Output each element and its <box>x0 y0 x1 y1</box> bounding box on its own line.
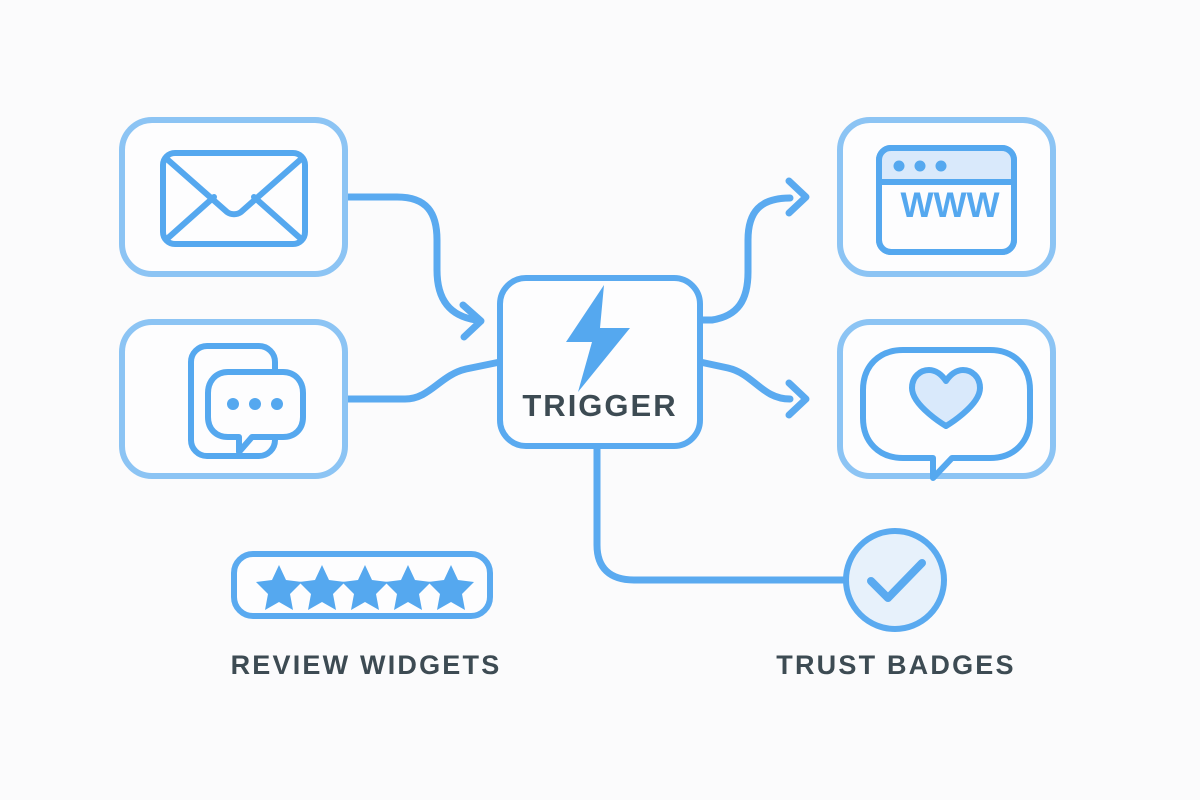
trigger-label: TRIGGER <box>522 388 678 423</box>
arrowhead-trigger-to-social <box>785 379 810 419</box>
trust-badge-circle <box>843 528 947 632</box>
chat-dots-icon <box>227 398 283 410</box>
connector-chat-to-trigger <box>341 358 504 403</box>
connector-trigger-to-website <box>696 194 794 324</box>
arrowhead-trigger-to-website <box>785 177 810 217</box>
lightning-bolt-icon <box>566 285 630 392</box>
star-icon[interactable] <box>342 565 388 610</box>
connector-trigger-to-social <box>696 358 794 403</box>
envelope-icon <box>160 150 308 247</box>
heart-speech-bubble-icon <box>860 347 1033 481</box>
star-row <box>256 565 474 610</box>
node-trigger[interactable] <box>497 275 703 449</box>
star-icon[interactable] <box>385 565 431 610</box>
heart-icon <box>909 367 983 429</box>
review-stars-widget[interactable] <box>231 551 493 619</box>
star-icon[interactable] <box>428 565 474 610</box>
star-icon[interactable] <box>256 565 302 610</box>
card-email[interactable] <box>119 117 348 277</box>
card-social[interactable] <box>837 319 1056 481</box>
arrowhead-group <box>459 177 810 419</box>
card-chat[interactable] <box>119 319 348 479</box>
caption-review-widgets: REVIEW WIDGETS <box>230 650 502 680</box>
check-circle-icon <box>867 559 926 602</box>
browser-dots-icon <box>893 160 947 172</box>
connector-trigger-to-trust-badge <box>593 441 850 584</box>
trust-badge-check[interactable] <box>843 528 947 632</box>
browser-window-icon <box>876 145 1017 255</box>
connector-group <box>341 193 850 584</box>
connector-email-to-trigger <box>341 193 480 324</box>
card-email-frame <box>119 117 348 277</box>
arrowhead-email-to-trigger <box>459 301 485 341</box>
caption-trust-badges: TRUST BADGES <box>776 650 1016 680</box>
star-icon[interactable] <box>299 565 345 610</box>
www-label: WWW <box>900 186 1000 225</box>
card-website[interactable] <box>837 117 1056 277</box>
